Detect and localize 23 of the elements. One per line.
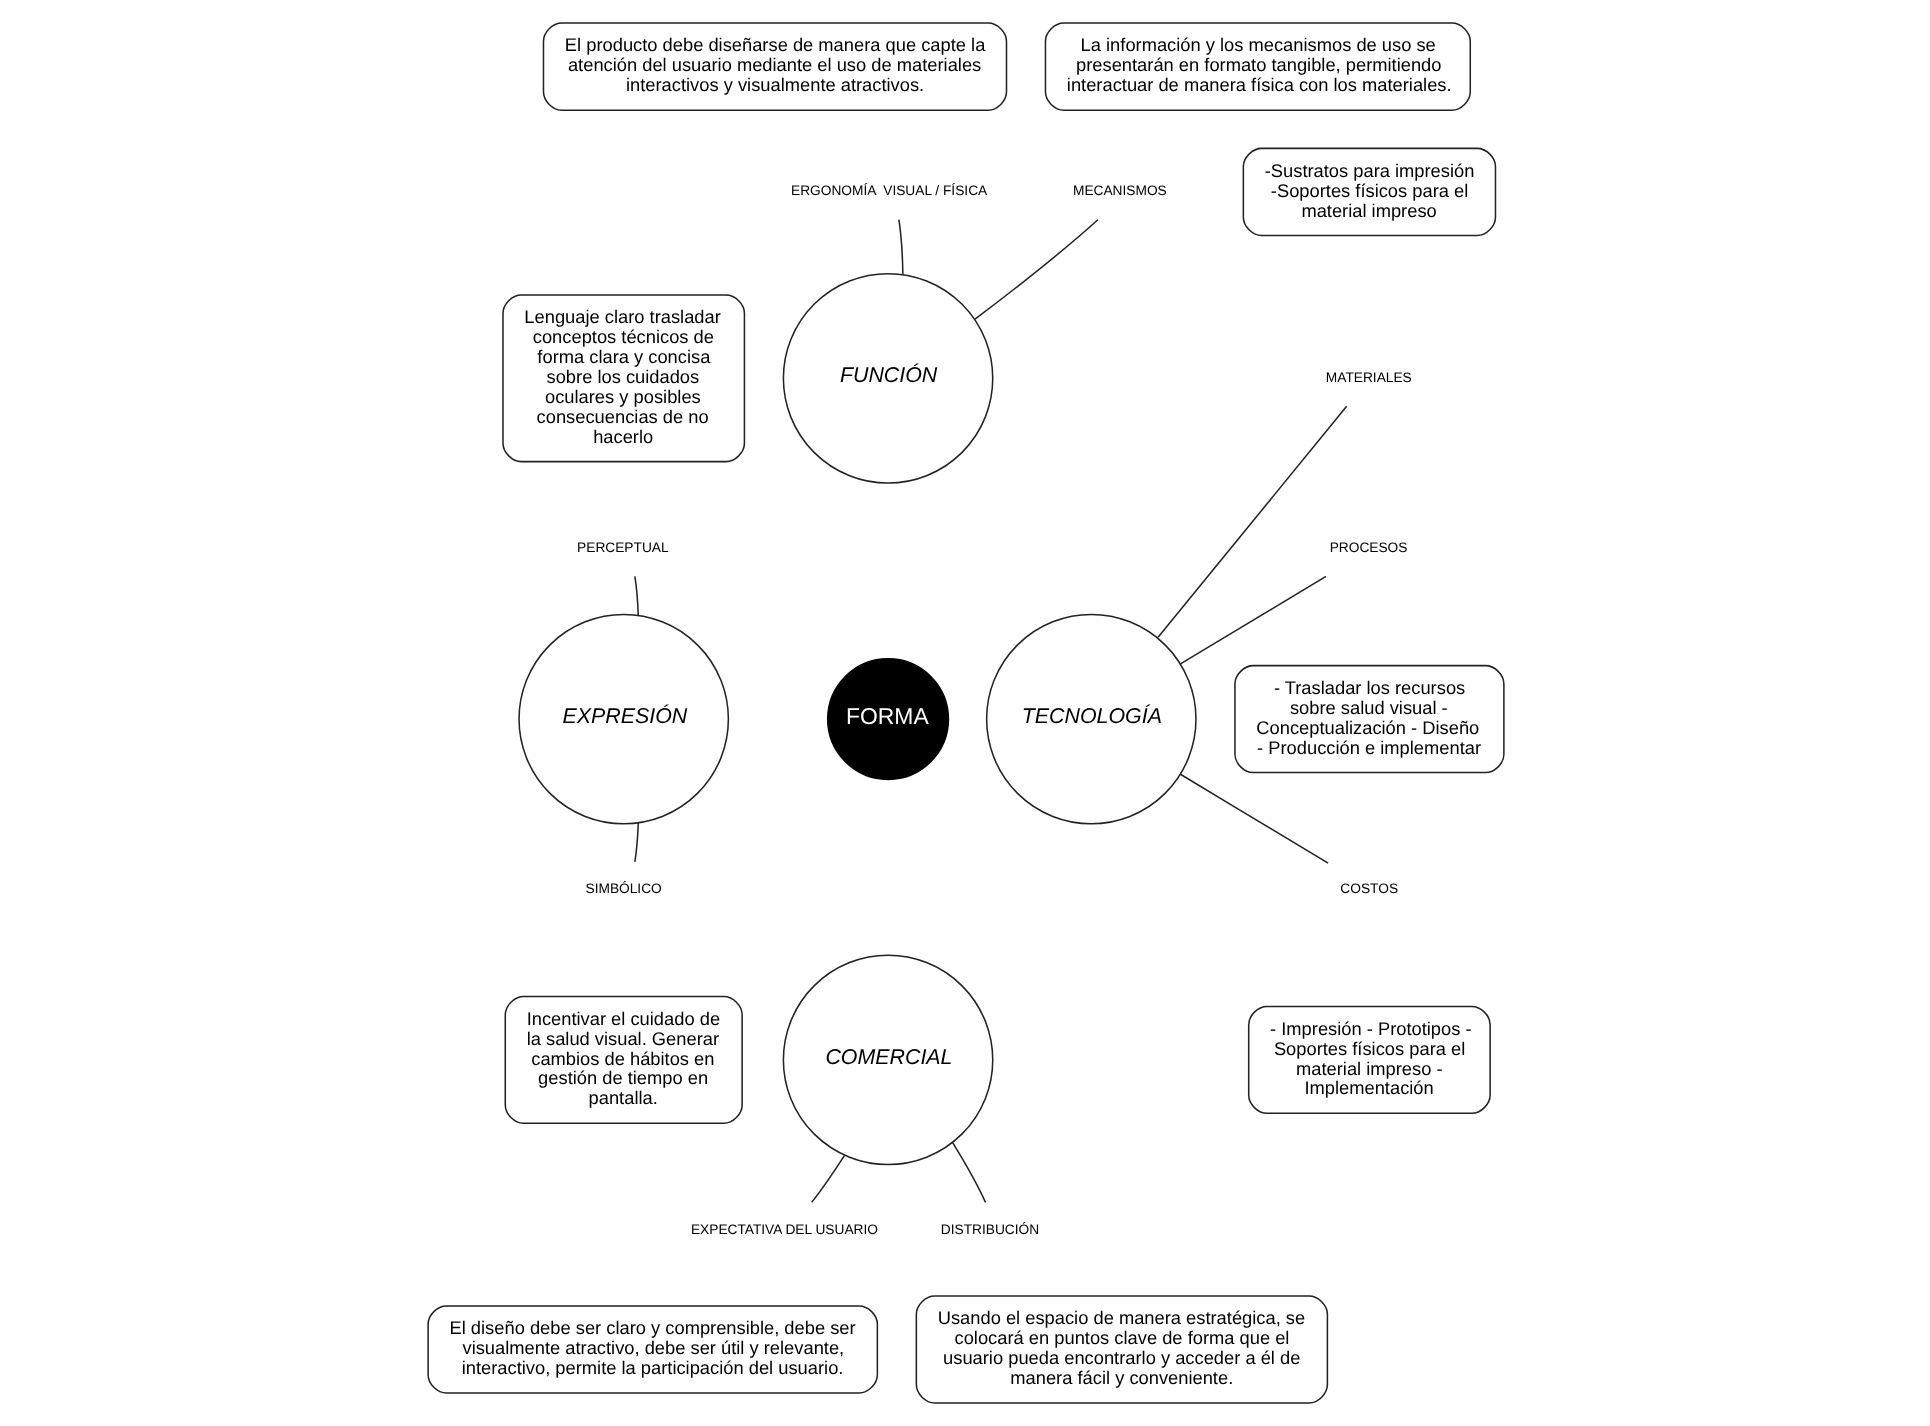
node-circle: COMERCIAL (781, 954, 993, 1166)
node-circle: FUNCIÓN (781, 272, 993, 484)
connector (633, 575, 639, 617)
node-box: El diseño debe ser claro y comprensible, debe ser visualmente atractivo, debe ser útil y relevante, interactivo, permite la participación del usuario. (426, 1305, 878, 1394)
node-circle: EXPRESIÓN (517, 613, 729, 825)
node-box: Incentivar el cuidado de la salud visual. Generar cambios de hábitos en gestión de tiempo en pantalla. (503, 995, 742, 1125)
connector (1156, 405, 1347, 639)
node-box: El producto debe diseñarse de manera que capte la atención del usuario mediante el uso de materiales interactivos y visualmente atractivos. (541, 22, 1007, 111)
connector (809, 1154, 845, 1204)
node-box: - Trasladar los recursos sobre salud visual - Conceptualización - Diseño - Producción e implementar (1233, 664, 1504, 774)
connector (1178, 773, 1328, 864)
connector (950, 1141, 986, 1204)
connector (973, 218, 1098, 320)
node-box: - Impresión - Prototipos - Soportes físicos para el material impreso - Implementación (1246, 1005, 1490, 1115)
node-box: -Sustratos para impresión -Soportes físicos para el material impreso (1241, 147, 1496, 237)
node-circle: TECNOLOGÍA (984, 613, 1196, 825)
connector (1178, 575, 1326, 665)
connector (897, 218, 903, 276)
node-circle: FORMA (825, 658, 949, 781)
connector (633, 822, 639, 863)
node-box: Usando el espacio de manera estratégica, se colocará en puntos clave de forma que el usuario pueda encontrarlo y acceder a él de manera fácil y conveniente. (914, 1295, 1328, 1404)
node-box: Lenguaje claro trasladar conceptos técnicos de forma clara y concisa sobre los cuidados oculares y posibles consecuencias de no hacerlo (501, 294, 745, 463)
node-box: La información y los mecanismos de uso se presentarán en formato tangible, permitiendo interactuar de manera física con los materiales. (1043, 22, 1471, 111)
